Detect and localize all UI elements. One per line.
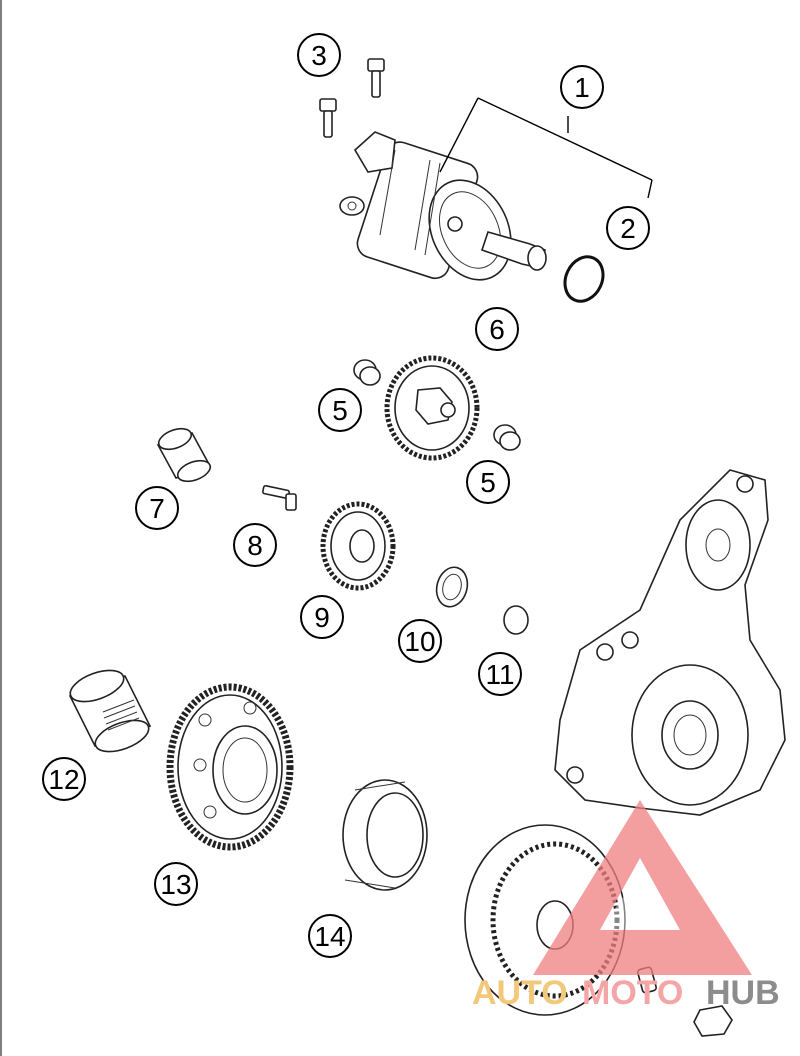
callout-3-label: 3 — [311, 40, 327, 71]
callout-5a-label: 5 — [332, 395, 348, 426]
leader-lines — [439, 97, 653, 199]
callout-1: 1 — [560, 65, 604, 109]
watermark-logo — [533, 800, 752, 975]
starter-screws — [319, 58, 385, 138]
callout-5a: 5 — [318, 388, 362, 432]
flange-bolt — [262, 484, 297, 511]
callout-9-label: 9 — [314, 602, 330, 633]
o-ring — [563, 255, 605, 303]
double-gear — [320, 501, 396, 591]
callout-12: 12 — [42, 757, 86, 801]
callout-6: 6 — [475, 307, 519, 351]
shaft-pin — [156, 427, 212, 483]
callout-7-label: 7 — [149, 493, 165, 524]
washer — [435, 566, 469, 608]
callout-11-label: 11 — [485, 659, 514, 690]
bushings — [353, 359, 521, 451]
callout-10-label: 10 — [404, 626, 435, 657]
starter-gear-wheel — [166, 683, 294, 851]
callout-12-label: 12 — [48, 764, 79, 795]
callout-10: 10 — [398, 619, 442, 663]
watermark-hub: HUB — [706, 974, 780, 1012]
watermark-moto: MOTO — [582, 974, 683, 1012]
freewheel — [342, 779, 428, 891]
callout-2: 2 — [606, 206, 650, 250]
callout-3: 3 — [297, 33, 341, 77]
starter-motor — [339, 131, 547, 281]
callout-2-label: 2 — [620, 213, 636, 244]
callout-5b: 5 — [466, 460, 510, 504]
callout-7: 7 — [135, 486, 179, 530]
callout-11: 11 — [478, 652, 522, 696]
callout-8-label: 8 — [247, 530, 263, 561]
watermark-triangle-icon — [533, 800, 752, 975]
callout-13: 13 — [154, 862, 198, 906]
callout-6-label: 6 — [489, 314, 505, 345]
callout-9: 9 — [300, 595, 344, 639]
engine-cover — [554, 469, 786, 816]
intermediate-gear — [384, 355, 480, 461]
callout-14: 14 — [308, 914, 352, 958]
callout-8: 8 — [233, 523, 277, 567]
needle-bearing — [68, 669, 152, 753]
callout-5b-label: 5 — [480, 467, 496, 498]
callout-14-label: 14 — [314, 921, 345, 952]
callout-1-label: 1 — [574, 72, 590, 103]
watermark-auto: AUTO — [472, 974, 568, 1012]
circlip — [503, 605, 529, 635]
callout-13-label: 13 — [160, 869, 191, 900]
